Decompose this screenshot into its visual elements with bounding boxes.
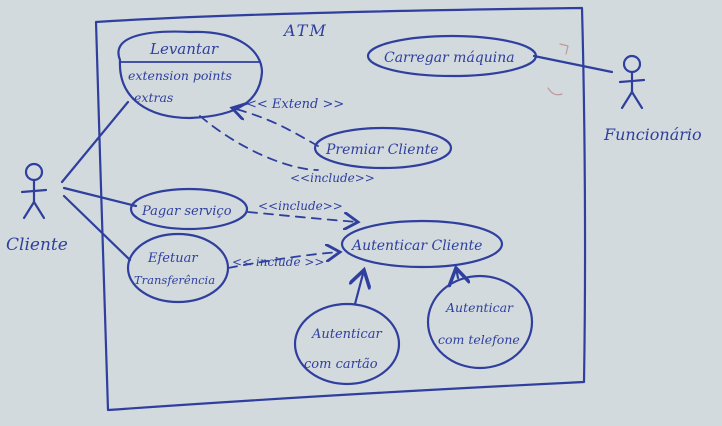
relation-include-pay-label: <<include>> bbox=[258, 199, 343, 213]
use-case-auth-card bbox=[293, 302, 401, 386]
faint-mark bbox=[547, 87, 563, 96]
system-boundary bbox=[94, 6, 587, 412]
use-case-transfer bbox=[126, 232, 230, 304]
use-case-pay bbox=[129, 187, 249, 231]
use-case-auth-phone bbox=[426, 274, 534, 370]
association-client-withdraw bbox=[60, 100, 130, 184]
relation-include-reward-label: <<include>> bbox=[290, 171, 375, 185]
use-case-reward-label: Premiar Cliente bbox=[325, 142, 439, 158]
use-case-reload bbox=[366, 34, 538, 78]
association-client-pay bbox=[62, 186, 138, 208]
employee-actor-figure bbox=[618, 54, 646, 110]
use-case-transfer-line2: Transferência bbox=[134, 273, 215, 287]
actor-client-label: Cliente bbox=[6, 235, 68, 255]
relation-extend-line bbox=[232, 108, 319, 147]
generalization-card-to-authenticate bbox=[355, 270, 364, 306]
actor-employee-label: Funcionário bbox=[603, 125, 702, 144]
use-case-withdraw bbox=[117, 30, 264, 120]
use-case-authenticate-label: Autenticar Cliente bbox=[350, 238, 482, 254]
relation-include-reward-line bbox=[199, 115, 319, 171]
use-case-auth-phone-line2: com telefone bbox=[438, 332, 520, 347]
use-case-transfer-line1: Efetuar bbox=[147, 251, 198, 266]
system-title: ATM bbox=[282, 21, 328, 40]
use-case-auth-card-line1: Autenticar bbox=[311, 327, 382, 342]
use-case-auth-card-line2: com cartão bbox=[304, 357, 378, 372]
use-case-auth-phone-line1: Autenticar bbox=[445, 300, 514, 315]
relation-include-pay-line bbox=[247, 211, 358, 222]
faint-mark bbox=[559, 43, 569, 55]
use-case-pay-label: Pagar serviço bbox=[141, 204, 232, 219]
relation-extend-label: << Extend >> bbox=[246, 97, 344, 112]
use-case-withdraw-ext-points: extension points bbox=[128, 68, 232, 83]
use-case-reload-label: Carregar máquina bbox=[384, 50, 515, 66]
relation-include-transfer-label: << include >> bbox=[232, 255, 324, 269]
association-client-transfer bbox=[62, 194, 132, 262]
use-case-reward bbox=[313, 126, 453, 170]
relation-include-transfer-line bbox=[227, 252, 340, 269]
use-case-withdraw-title: Levantar bbox=[149, 40, 219, 58]
client-actor-figure bbox=[20, 162, 48, 220]
generalization-phone-to-authenticate bbox=[456, 268, 458, 278]
association-employee-reload bbox=[532, 54, 614, 74]
use-case-withdraw-extras: extras bbox=[134, 90, 173, 105]
